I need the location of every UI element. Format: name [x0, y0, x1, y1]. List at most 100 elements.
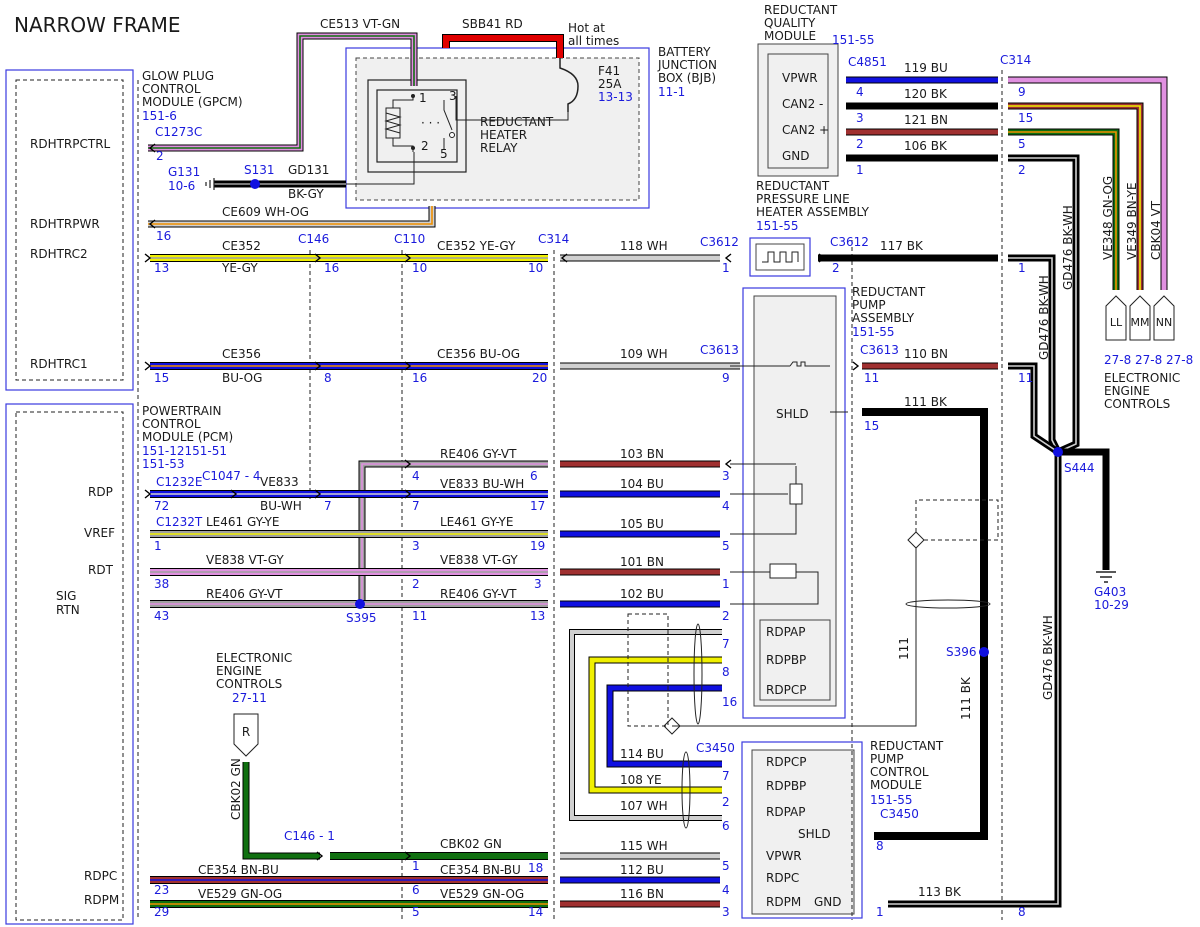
pin-115-5: 5 [722, 859, 730, 873]
arrow-ve833-1 [230, 489, 238, 499]
rpcm-pin-4: VPWR [766, 849, 802, 863]
pin-103-3: 3 [722, 469, 730, 483]
pin-113-1: 1 [876, 905, 884, 919]
pin-le461-1: 1 [154, 539, 162, 553]
arrow-ce356-1 [314, 361, 322, 371]
rqm-inner [767, 53, 829, 169]
pin-ce354-23: 23 [154, 883, 169, 897]
arrow-110 [852, 361, 860, 371]
eec1-connector-0 [1105, 295, 1127, 341]
pin-ce356-16: 16 [412, 371, 427, 385]
label-101: 101 BN [620, 555, 664, 569]
label-c110-a: C110 [394, 232, 425, 246]
label-ce352-2: CE352 YE-GY [437, 239, 516, 253]
pin-108-2: 2 [722, 795, 730, 809]
label-106: 106 BK [904, 139, 948, 153]
label-s396: S396 [946, 645, 977, 659]
pin-102-2: 2 [722, 609, 730, 623]
pin-rpdcp-16: 16 [722, 695, 737, 709]
label-113: 113 BK [918, 885, 962, 899]
pcm-inner-dash [15, 411, 124, 921]
pin-ve838-3: 3 [534, 577, 542, 591]
label-sbb41: SBB41 RD [462, 17, 523, 31]
pin-ve833-7: 7 [324, 499, 332, 513]
pin-112-4: 4 [722, 883, 730, 897]
pcm-name-line2: MODULE (PCM) [142, 430, 233, 444]
eec1-ref-0: 27-8 [1104, 353, 1131, 367]
rpcm-name-line1: PUMP [870, 752, 904, 766]
rpcm-pin-3: SHLD [798, 827, 831, 841]
fuse-to-relay-wire [455, 96, 569, 121]
arrow-118 [724, 253, 732, 263]
ground-g131-symbol [205, 178, 215, 190]
splice-s444 [1053, 447, 1063, 457]
wire-gd476-ground [1058, 449, 1109, 570]
label-111-vertical: 111 BK [959, 676, 973, 720]
fuse-symbol [559, 58, 579, 112]
label-c3450-b: C3450 [880, 807, 919, 821]
gpcm-ref: 151-6 [142, 109, 177, 123]
rqm-name-line0: REDUCTANT [764, 3, 838, 17]
relay-name-line2: RELAY [480, 141, 518, 155]
label-ce356-id1: CE356 [222, 347, 261, 361]
bjb-box [345, 47, 650, 209]
pin-le461-19: 19 [530, 539, 545, 553]
splice-s395 [355, 599, 365, 609]
rpcm-name-line3: MODULE [870, 778, 922, 792]
rpa-pressure-sensor [789, 483, 803, 505]
relay-pin-3: 3 [449, 89, 457, 103]
label-ve838-1: VE838 VT-GY [206, 553, 284, 567]
label-112: 112 BU [620, 863, 664, 877]
rqm-pin-0: VPWR [782, 71, 818, 85]
rplha-name-line1: PRESSURE LINE [756, 192, 850, 206]
rpcm-pin-7: GND [814, 895, 842, 909]
pin-113-8: 8 [1018, 905, 1026, 919]
eec2-ref: 27-11 [232, 691, 267, 705]
rpa-inner-pins-box [759, 619, 831, 701]
label-104: 104 BU [620, 477, 664, 491]
label-111: 111 BK [904, 395, 948, 409]
wire-re406-riser-stripe [361, 463, 548, 604]
fuse-ref: 13-13 [598, 90, 633, 104]
label-c3450-a: C3450 [696, 741, 735, 755]
label-ce354-2: CE354 BN-BU [440, 863, 521, 877]
shield-drain-diamond [907, 531, 925, 549]
pin-rpdbp-8: 8 [722, 665, 730, 679]
pcm-pin-0: RDP [88, 485, 113, 499]
label-c3612-a: C3612 [700, 235, 739, 249]
label-ve529-2: VE529 GN-OG [440, 887, 524, 901]
splice-s396 [979, 647, 989, 657]
relay-pin2-dot [411, 146, 415, 150]
rpa-pin-3: RDPCP [766, 683, 806, 697]
pin-110-11b: 11 [1018, 371, 1033, 385]
pin-118-1: 1 [722, 261, 730, 275]
rpcm-box [741, 741, 863, 919]
arrow-gpcm-16 [148, 219, 156, 229]
relay-dots: · · · [421, 116, 440, 130]
twist-marker-a [693, 623, 703, 725]
arrow-103 [724, 459, 732, 469]
pin-ve833-17: 17 [530, 499, 545, 513]
pin-ce352-10: 10 [412, 261, 427, 275]
arrow-cbk02-0 [316, 851, 324, 861]
label-102: 102 BU [620, 587, 664, 601]
pin-119-4: 4 [856, 85, 864, 99]
pin-ce352-13: 13 [154, 261, 169, 275]
wire-ce609-stripe [148, 206, 433, 225]
label-cbk04: CBK04 VT [1149, 200, 1163, 260]
relay-pin1-dot [411, 94, 415, 98]
arrow-ce352-0 [144, 253, 152, 263]
gpcm-name-line0: GLOW PLUG [142, 69, 214, 83]
eec2-name-line2: CONTROLS [216, 677, 282, 691]
pcm-pin-5: RDPC [84, 869, 117, 883]
pcm-ref2: 151-53 [142, 457, 185, 471]
eec1-connector-1 [1129, 295, 1151, 341]
label-ve529-1: VE529 GN-OG [198, 887, 282, 901]
rpa-sensor-leads [730, 463, 797, 535]
label-120: 120 BK [904, 87, 948, 101]
bjb-ref: 11-1 [658, 85, 685, 99]
label-gd131-id: GD131 [288, 163, 329, 177]
pin-105-5: 5 [722, 539, 730, 553]
